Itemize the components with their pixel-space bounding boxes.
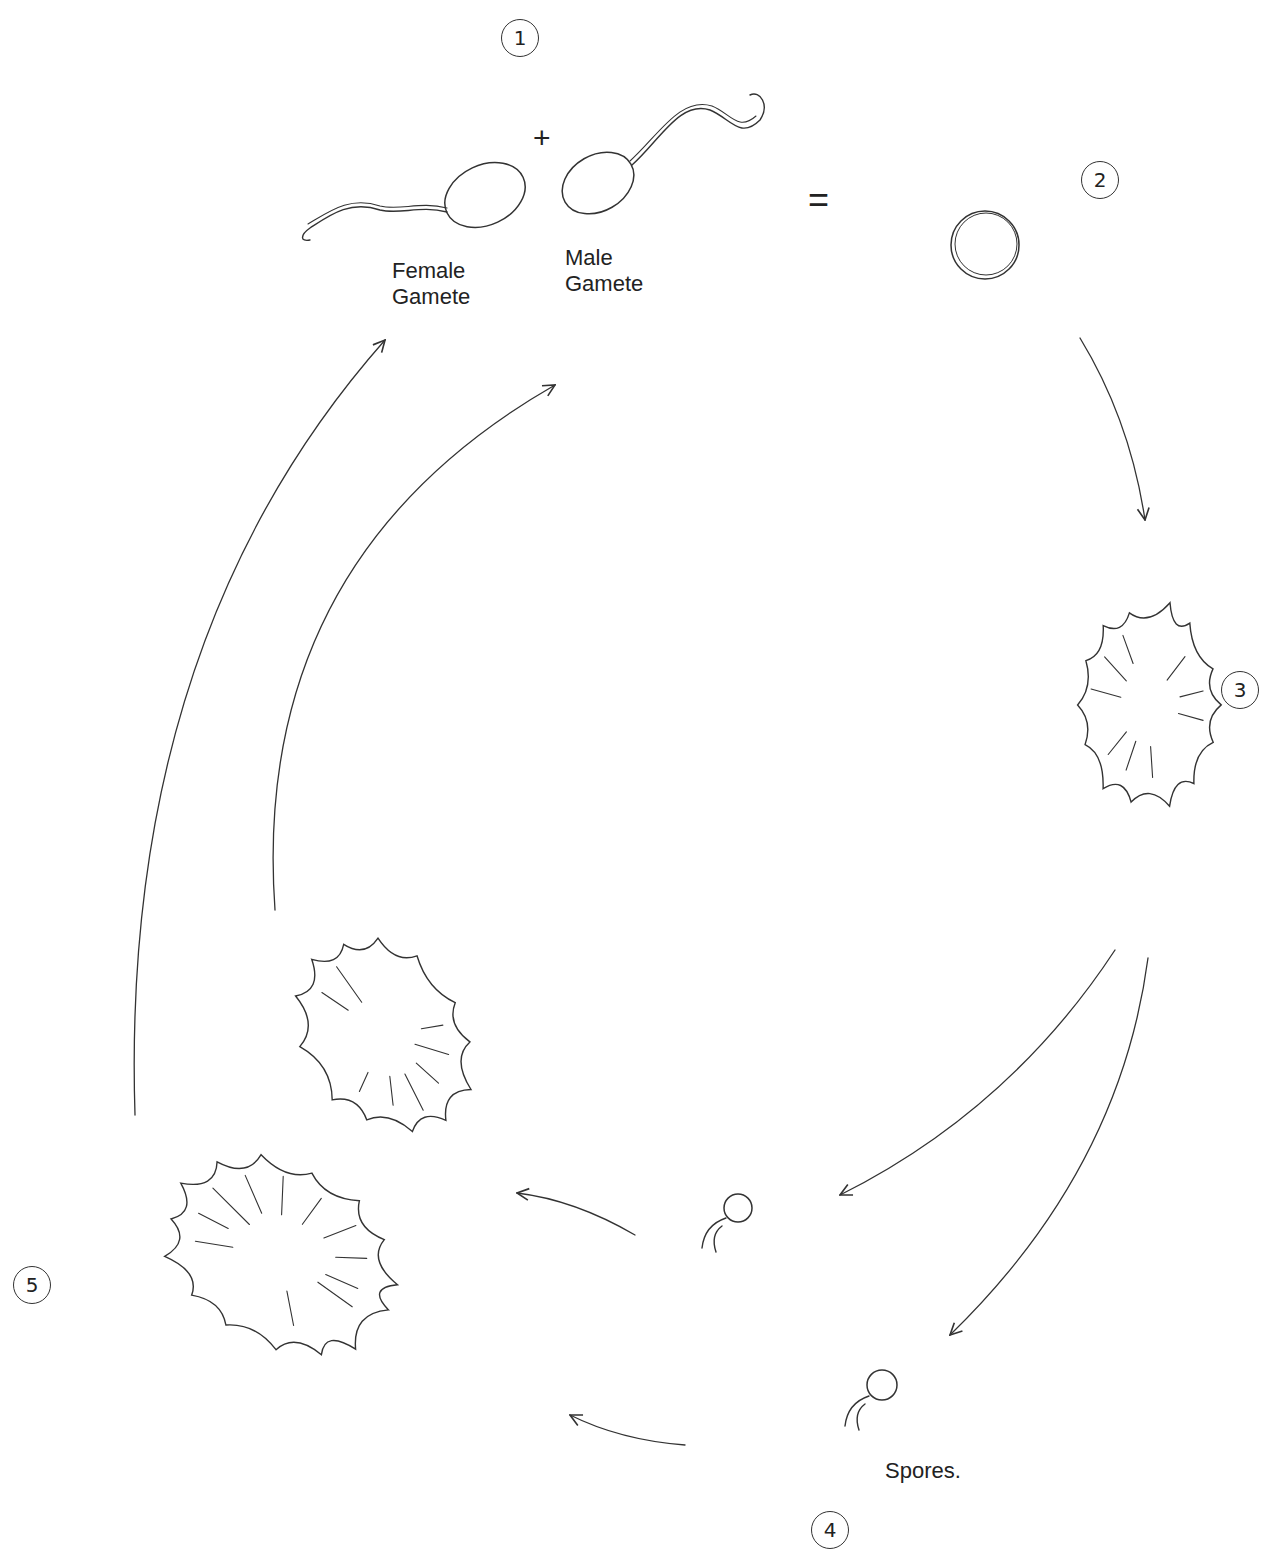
leaf-vein bbox=[336, 1257, 367, 1258]
stage-number-circle: 3 bbox=[1221, 671, 1259, 709]
male-gamete-cell bbox=[551, 140, 645, 226]
callout-number: 1 bbox=[514, 28, 527, 48]
leaf-vein bbox=[390, 1076, 393, 1105]
spore-tail bbox=[857, 1404, 865, 1430]
leaf-vein bbox=[1180, 691, 1203, 697]
equals-sign: = bbox=[808, 178, 829, 221]
leaf-outline bbox=[165, 1155, 398, 1355]
zygote bbox=[955, 213, 1017, 275]
cycle-arrow bbox=[517, 1193, 635, 1235]
leaf-vein bbox=[326, 1275, 358, 1289]
stage-number-circle: 1 bbox=[501, 19, 539, 57]
leaf-vein bbox=[1179, 714, 1204, 721]
leaf-vein bbox=[318, 1282, 352, 1307]
spores-label: Spores. bbox=[885, 1458, 961, 1484]
leaf-vein bbox=[324, 1226, 356, 1238]
gamete-label: Male Gamete bbox=[565, 245, 665, 298]
leaf-vein bbox=[1105, 657, 1127, 681]
cycle-arrow bbox=[273, 385, 555, 910]
flagellum bbox=[308, 203, 447, 224]
callout-number: 4 bbox=[824, 1520, 837, 1540]
leaf-vein bbox=[282, 1176, 284, 1214]
spore-tail bbox=[714, 1226, 722, 1252]
leaf-outline bbox=[296, 938, 471, 1131]
leaf-vein bbox=[421, 1025, 443, 1029]
leaf-vein bbox=[287, 1291, 294, 1325]
leaf-vein bbox=[1123, 635, 1133, 663]
leaf-vein bbox=[405, 1074, 423, 1110]
leaf-vein bbox=[213, 1188, 250, 1224]
leaf-vein bbox=[195, 1241, 232, 1247]
stage-number-circle: 4 bbox=[811, 1511, 849, 1549]
stage-number-circle: 2 bbox=[1081, 161, 1119, 199]
stage-number-circle: 5 bbox=[13, 1266, 51, 1304]
leaf-vein bbox=[1091, 689, 1121, 697]
leaf-vein bbox=[359, 1072, 368, 1091]
cycle-arrow bbox=[840, 950, 1115, 1195]
leaf-vein bbox=[1151, 747, 1153, 778]
plus-sign: + bbox=[533, 120, 551, 156]
cycle-arrow bbox=[950, 958, 1148, 1335]
leaf-vein bbox=[199, 1213, 229, 1228]
leaf-vein bbox=[1108, 732, 1126, 755]
leaf-outline bbox=[1078, 603, 1222, 806]
callout-number: 5 bbox=[26, 1275, 39, 1295]
leaf-vein bbox=[322, 993, 348, 1011]
callout-number: 2 bbox=[1094, 170, 1107, 190]
flagellum bbox=[303, 207, 448, 241]
callout-number: 3 bbox=[1234, 680, 1247, 700]
leaf-vein bbox=[245, 1175, 262, 1213]
cycle-arrow bbox=[570, 1415, 685, 1445]
gamete-label: Female Gamete bbox=[392, 258, 492, 311]
flagellum bbox=[630, 104, 756, 161]
leaf-vein bbox=[1126, 741, 1136, 770]
leaf-vein bbox=[302, 1198, 321, 1224]
spore bbox=[867, 1370, 897, 1400]
leaf-vein bbox=[1167, 657, 1185, 680]
leaf-vein bbox=[337, 967, 362, 1002]
zygote bbox=[951, 211, 1019, 279]
cycle-arrow bbox=[1080, 338, 1145, 520]
leaf-vein bbox=[416, 1063, 438, 1083]
female-gamete-cell bbox=[434, 150, 535, 240]
spore bbox=[724, 1194, 752, 1222]
cycle-arrow bbox=[134, 340, 385, 1115]
leaf-vein bbox=[415, 1044, 449, 1054]
